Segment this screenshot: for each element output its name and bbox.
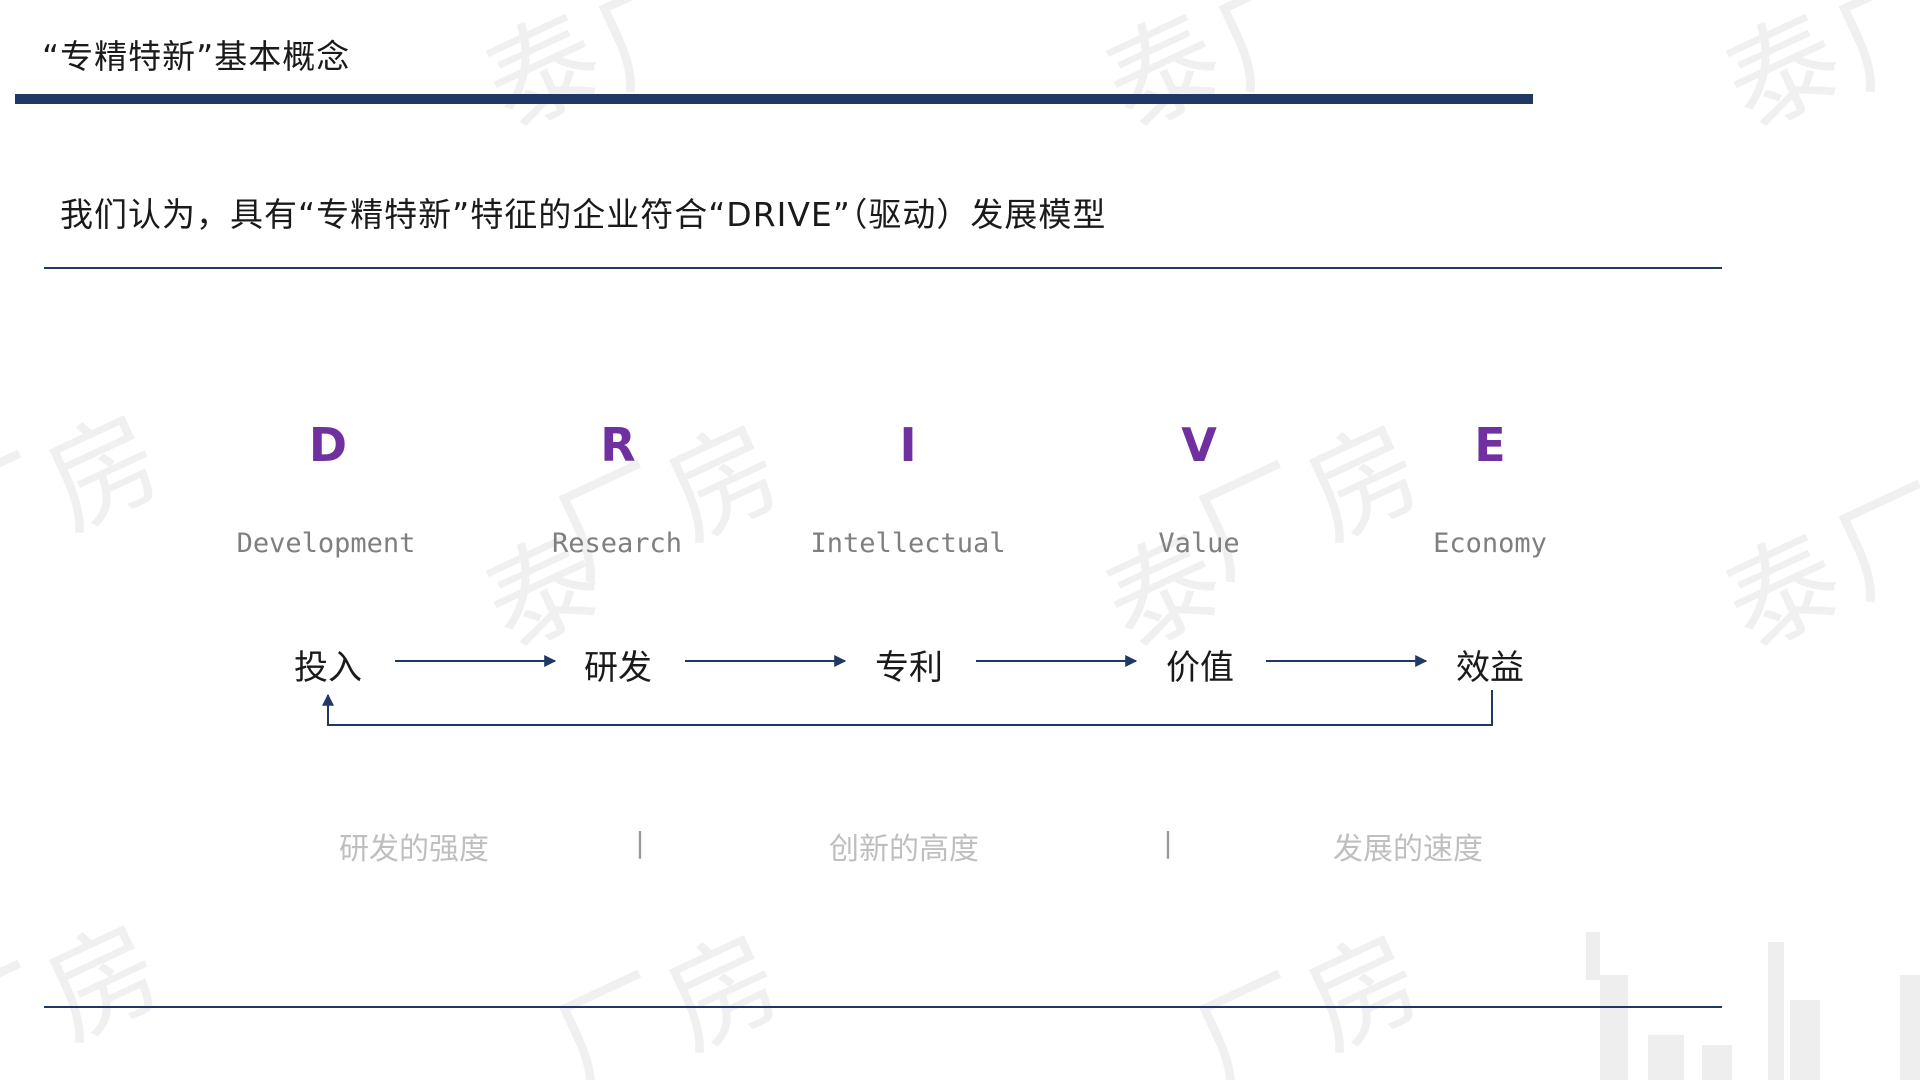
dimension-separator: | bbox=[1163, 826, 1173, 859]
drive-word-development: Development bbox=[236, 528, 416, 559]
dimension-separator: | bbox=[635, 826, 645, 859]
drive-letter-e: E bbox=[1474, 418, 1506, 472]
stage-research: 研发 bbox=[584, 648, 652, 688]
dimension-speed: 发展的速度 bbox=[1333, 832, 1483, 867]
dimension-height: 创新的高度 bbox=[829, 832, 979, 867]
stage-patent: 专利 bbox=[875, 648, 943, 688]
page-subtitle: 我们认为，具有“专精特新”特征的企业符合“DRIVE”（驱动）发展模型 bbox=[60, 195, 1107, 234]
drive-letter-d: D bbox=[308, 418, 348, 472]
stage-benefit: 效益 bbox=[1456, 648, 1524, 688]
stage-input: 投入 bbox=[294, 648, 362, 688]
drive-word-research: Research bbox=[551, 528, 683, 559]
dimension-intensity: 研发的强度 bbox=[339, 832, 489, 867]
drive-letter-v: V bbox=[1181, 418, 1217, 472]
header-bar bbox=[15, 94, 1533, 104]
drive-letter-i: I bbox=[899, 418, 917, 472]
bottom-divider bbox=[44, 1006, 1722, 1008]
stage-value: 价值 bbox=[1166, 648, 1234, 688]
feedback-arrow bbox=[322, 690, 1493, 726]
top-divider bbox=[44, 267, 1722, 269]
page-title: “专精特新”基本概念 bbox=[42, 37, 351, 76]
drive-word-intellectual: Intellectual bbox=[810, 528, 1006, 559]
drive-word-value: Value bbox=[1158, 528, 1240, 559]
drive-word-economy: Economy bbox=[1433, 528, 1547, 559]
drive-letter-r: R bbox=[600, 418, 636, 472]
